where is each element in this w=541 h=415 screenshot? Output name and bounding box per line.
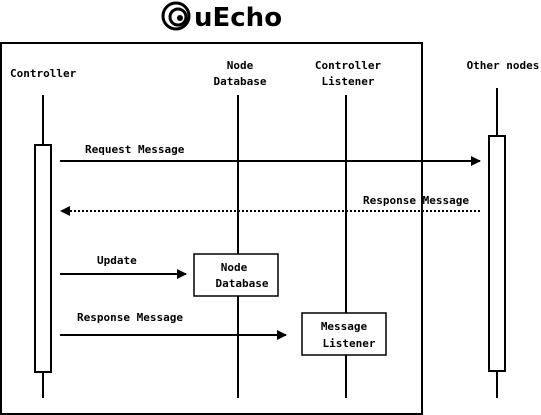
participant-other-nodes-label: Other nodes — [467, 59, 540, 72]
system-frame — [0, 42, 423, 415]
update-label: Update — [97, 254, 137, 267]
node-database-box — [193, 253, 279, 297]
uecho-logo: uEcho — [161, 1, 282, 33]
participant-node-database-label-line2: Database — [214, 75, 267, 88]
activation-controller — [34, 144, 52, 373]
response-message-label: Response Message — [363, 194, 469, 207]
message-listener-box-label-line2: Listener — [323, 337, 376, 350]
message-listener-box — [301, 312, 387, 356]
participant-controller-listener-label-line1: Controller — [315, 59, 382, 72]
request-message-label: Request Message — [85, 143, 185, 156]
participant-controller-label: Controller — [10, 67, 77, 80]
activation-other-nodes — [488, 135, 506, 372]
logo-spiral-icon — [161, 1, 191, 31]
node-database-box-label-line2: Database — [216, 277, 269, 290]
message-listener-box-label-line1: Message — [321, 320, 368, 333]
node-database-box-label-line1: Node — [221, 261, 248, 274]
participant-node-database-label-line1: Node — [227, 59, 254, 72]
logo-text: uEcho — [194, 3, 282, 33]
participant-controller-listener-label-line2: Listener — [322, 75, 375, 88]
response-message-to-listener-label: Response Message — [77, 311, 183, 324]
